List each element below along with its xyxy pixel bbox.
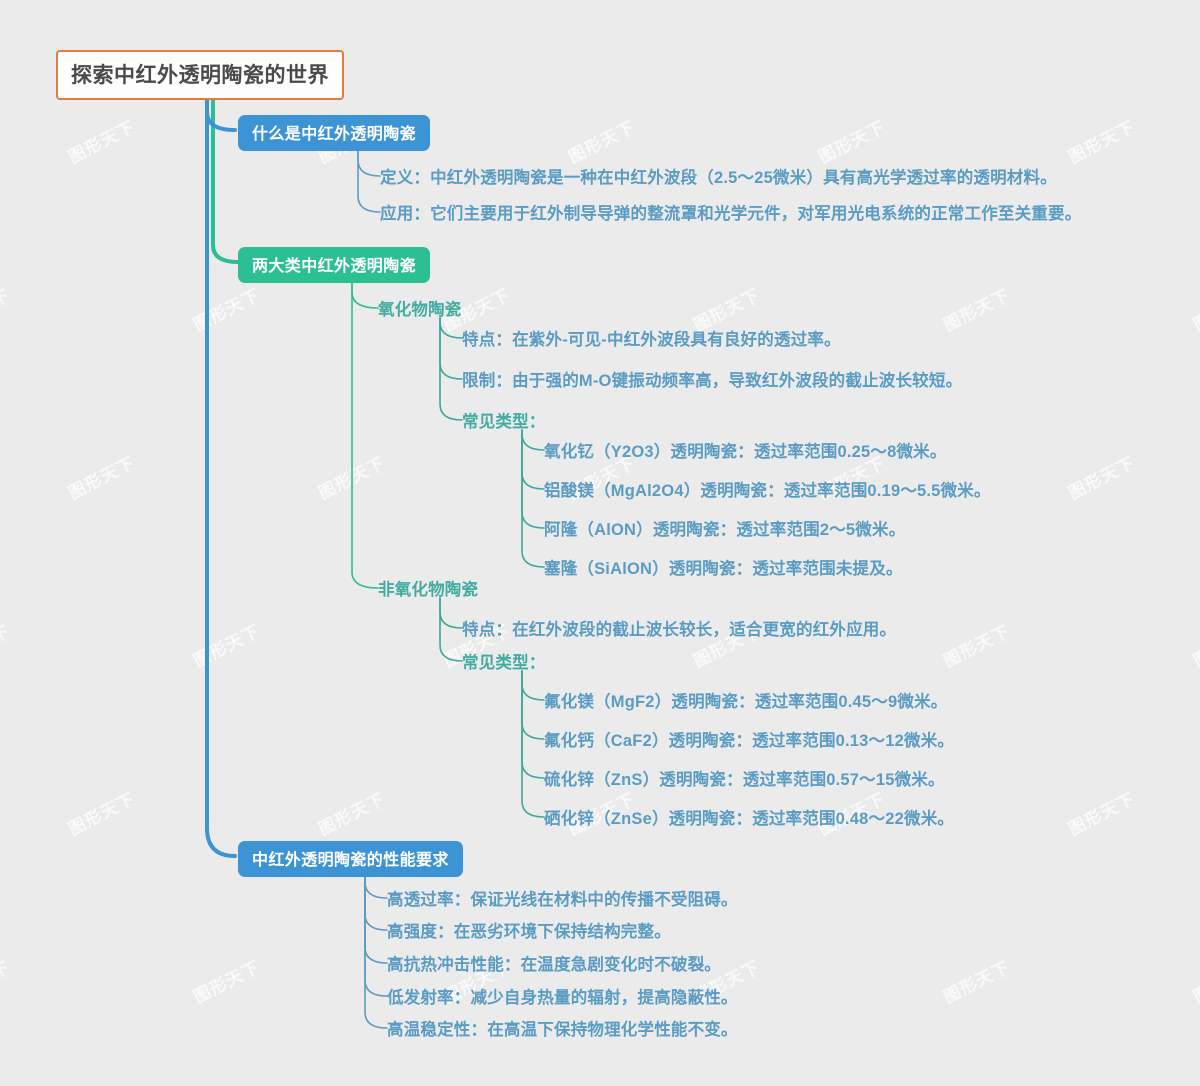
branch-node-two-categories[interactable]: 两大类中红外透明陶瓷	[238, 247, 431, 283]
watermark-text: 图形天下	[1065, 453, 1139, 504]
leaf-non-oxide-feature[interactable]: 特点：在红外波段的截止波长较长，适合更宽的红外应用。	[462, 621, 897, 639]
leaf-zinc-sulfide[interactable]: 硫化锌（ZnS）透明陶瓷：透过率范围0.57～15微米。	[544, 771, 945, 789]
watermark-text: 图形天下	[815, 117, 889, 168]
leaf-non-oxide-ceramics[interactable]: 非氧化物陶瓷	[378, 581, 479, 599]
leaf-high-strength[interactable]: 高强度：在恶劣环境下保持结构完整。	[387, 923, 671, 941]
watermark-text: 图形天下	[1190, 957, 1200, 1008]
watermark-text: 图形天下	[0, 285, 14, 336]
leaf-oxide-limitation[interactable]: 限制：由于强的M-O键振动频率高，导致红外波段的截止波长较短。	[462, 372, 963, 390]
watermark-text: 图形天下	[190, 957, 264, 1008]
watermark-text: 图形天下	[940, 285, 1014, 336]
watermark-text: 图形天下	[65, 117, 139, 168]
watermark-text: 图形天下	[65, 789, 139, 840]
leaf-sialon[interactable]: 塞隆（SiAlON）透明陶瓷：透过率范围未提及。	[544, 560, 903, 578]
leaf-definition[interactable]: 定义：中红外透明陶瓷是一种在中红外波段（2.5～25微米）具有高光学透过率的透明…	[380, 169, 1057, 187]
leaf-non-oxide-common-types[interactable]: 常见类型：	[462, 654, 546, 672]
watermark-text: 图形天下	[190, 285, 264, 336]
watermark-text: 图形天下	[1065, 789, 1139, 840]
watermark-text: 图形天下	[315, 453, 389, 504]
watermark-text: 图形天下	[940, 621, 1014, 672]
leaf-high-transmittance[interactable]: 高透过率：保证光线在材料中的传播不受阻碍。	[387, 891, 738, 909]
leaf-oxide-feature[interactable]: 特点：在紫外-可见-中红外波段具有良好的透过率。	[462, 331, 841, 349]
watermark-text: 图形天下	[1065, 117, 1139, 168]
watermark-text: 图形天下	[565, 117, 639, 168]
leaf-oxide-ceramics[interactable]: 氧化物陶瓷	[378, 301, 462, 319]
leaf-calcium-fluoride[interactable]: 氟化钙（CaF2）透明陶瓷：透过率范围0.13～12微米。	[544, 732, 955, 750]
watermark-text: 图形天下	[0, 621, 14, 672]
watermark-text: 图形天下	[1190, 621, 1200, 672]
leaf-high-temp-stability[interactable]: 高温稳定性：在高温下保持物理化学性能不变。	[387, 1021, 738, 1039]
leaf-zinc-selenide[interactable]: 硒化锌（ZnSe）透明陶瓷：透过率范围0.48～22微米。	[544, 810, 955, 828]
leaf-application[interactable]: 应用：它们主要用于红外制导导弹的整流罩和光学元件，对军用光电系统的正常工作至关重…	[380, 205, 1082, 223]
leaf-oxide-common-types[interactable]: 常见类型：	[462, 413, 546, 431]
watermark-text: 图形天下	[65, 453, 139, 504]
watermark-text: 图形天下	[940, 957, 1014, 1008]
watermark-text: 图形天下	[190, 621, 264, 672]
leaf-alon[interactable]: 阿隆（AlON）透明陶瓷：透过率范围2～5微米。	[544, 521, 906, 539]
leaf-magnesium-aluminate[interactable]: 铝酸镁（MgAl2O4）透明陶瓷：透过率范围0.19～5.5微米。	[544, 482, 991, 500]
branch-node-performance[interactable]: 中红外透明陶瓷的性能要求	[238, 841, 463, 877]
leaf-thermal-shock-resistance[interactable]: 高抗热冲击性能：在温度急剧变化时不破裂。	[387, 956, 721, 974]
branch-node-what-is[interactable]: 什么是中红外透明陶瓷	[238, 115, 431, 151]
watermark-text: 图形天下	[0, 957, 14, 1008]
watermark-text: 图形天下	[1190, 285, 1200, 336]
leaf-low-emissivity[interactable]: 低发射率：减少自身热量的辐射，提高隐蔽性。	[387, 989, 738, 1007]
leaf-yttria[interactable]: 氧化钇（Y2O3）透明陶瓷：透过率范围0.25～8微米。	[544, 443, 947, 461]
watermark-text: 图形天下	[315, 789, 389, 840]
leaf-magnesium-fluoride[interactable]: 氟化镁（MgF2）透明陶瓷：透过率范围0.45～9微米。	[544, 693, 948, 711]
root-node[interactable]: 探索中红外透明陶瓷的世界	[56, 50, 344, 100]
